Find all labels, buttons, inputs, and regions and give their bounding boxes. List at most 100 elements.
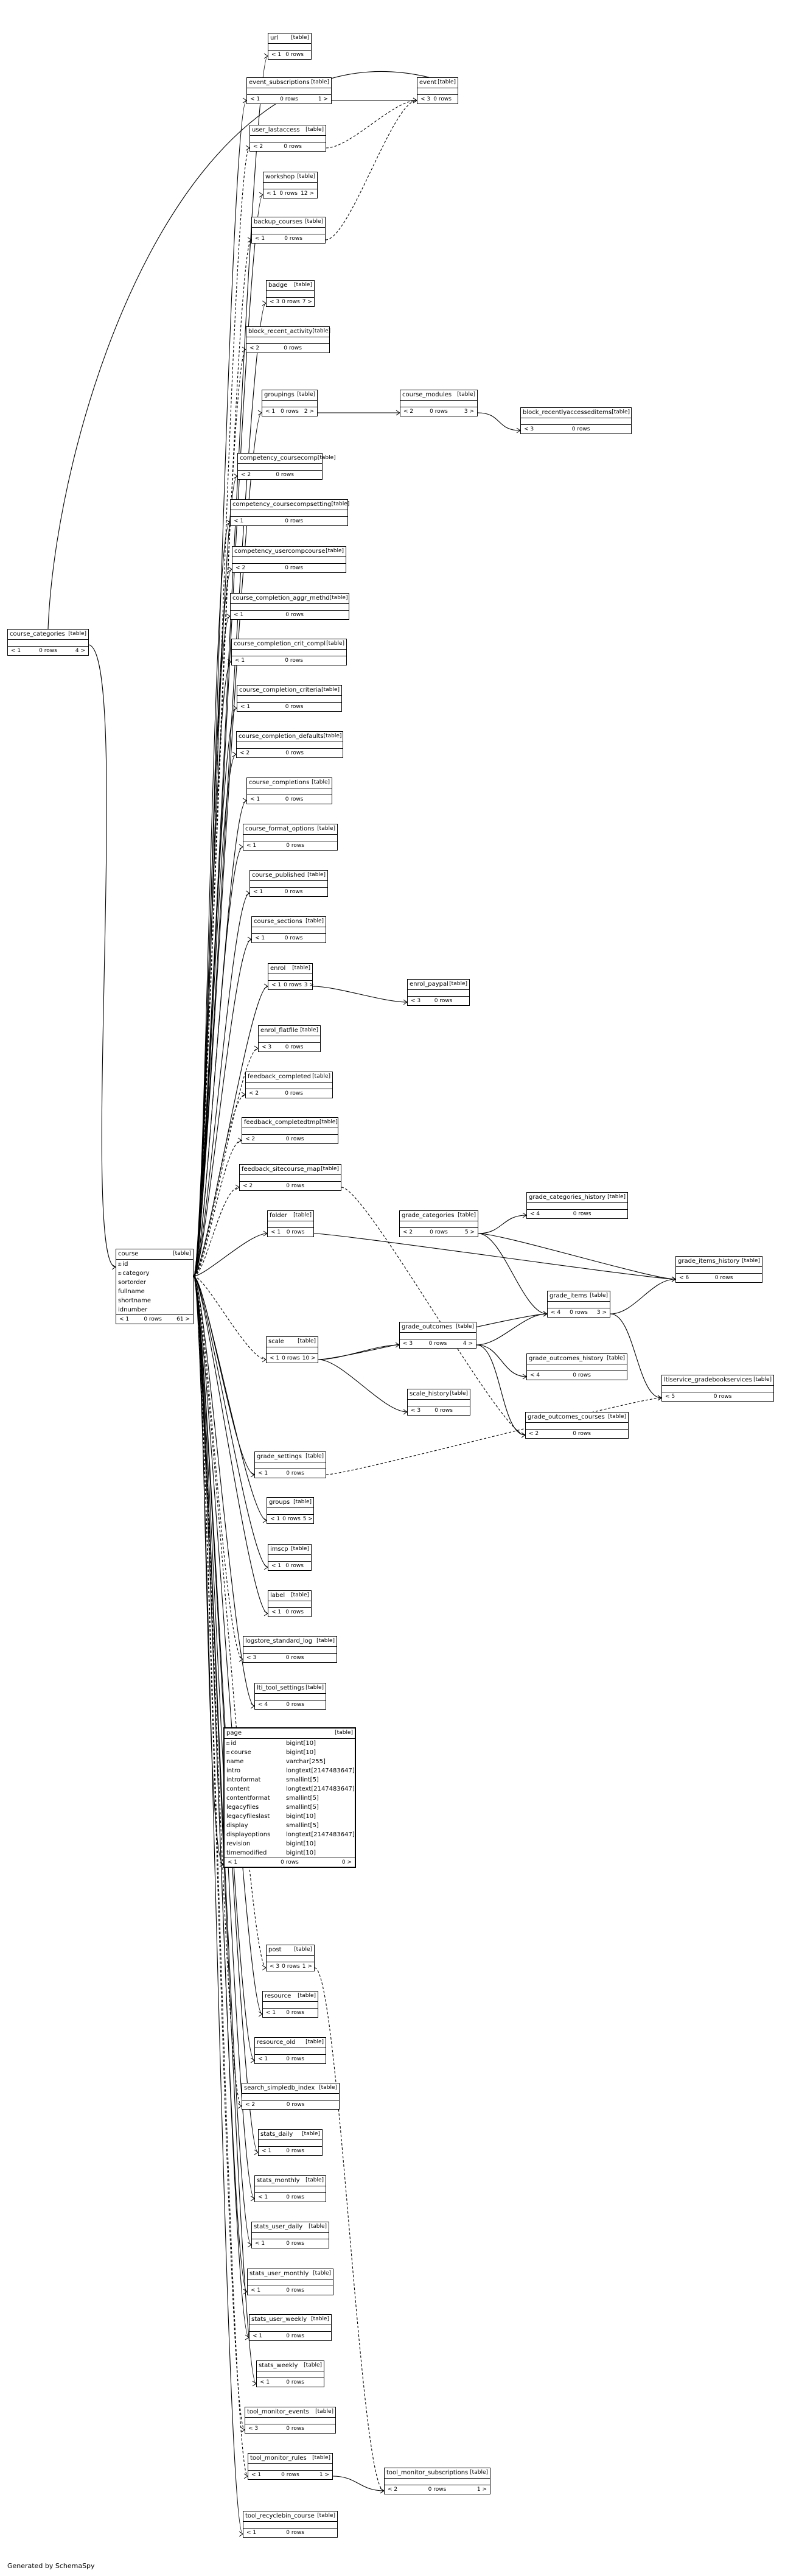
row-count[interactable]: 0 rows bbox=[144, 1316, 162, 1322]
parents-count[interactable]: < 2 bbox=[236, 565, 246, 571]
parents-count[interactable]: < 1 bbox=[271, 1609, 282, 1615]
parents-count[interactable]: < 1 bbox=[260, 2379, 270, 2385]
parents-count[interactable]: < 2 bbox=[403, 409, 414, 415]
parents-count[interactable]: < 1 bbox=[255, 935, 265, 941]
children-count[interactable]: 5 > bbox=[464, 1229, 475, 1235]
row-count[interactable]: 0 rows bbox=[286, 2194, 304, 2200]
children-count[interactable]: 1 > bbox=[476, 2487, 487, 2493]
parents-count[interactable]: < 2 bbox=[403, 1229, 413, 1235]
children-count[interactable] bbox=[321, 934, 324, 942]
parents-count[interactable]: < 1 bbox=[251, 2287, 261, 2293]
parents-count[interactable]: < 1 bbox=[270, 1516, 281, 1522]
children-count[interactable]: 4 > bbox=[462, 1341, 473, 1347]
parents-count[interactable]: < 1 bbox=[262, 2148, 272, 2154]
children-count[interactable]: 3 > bbox=[596, 1310, 607, 1316]
parents-count[interactable]: < 1 bbox=[258, 1470, 268, 1476]
row-count[interactable]: 0 rows bbox=[281, 409, 299, 415]
parents-count[interactable]: < 3 bbox=[262, 1044, 272, 1050]
parents-count[interactable]: < 3 bbox=[246, 1655, 257, 1661]
children-count[interactable] bbox=[758, 1274, 760, 1282]
children-count[interactable] bbox=[342, 656, 344, 665]
parents-count[interactable]: < 2 bbox=[245, 2102, 256, 2108]
parents-count[interactable]: < 2 bbox=[249, 345, 260, 351]
row-count[interactable]: 0 rows bbox=[286, 2148, 304, 2154]
table-page[interactable]: page[table]idbigint[10]coursebigint[10]n… bbox=[223, 1727, 356, 1868]
parents-count[interactable]: < 1 bbox=[255, 236, 265, 242]
row-count[interactable]: 0 rows bbox=[430, 409, 448, 415]
parents-count[interactable]: < 2 bbox=[253, 144, 263, 150]
parents-count[interactable]: < 1 bbox=[246, 843, 257, 849]
parents-count[interactable]: < 1 bbox=[267, 191, 277, 197]
children-count[interactable] bbox=[321, 142, 324, 151]
children-count[interactable] bbox=[307, 51, 309, 59]
row-count[interactable]: 0 rows bbox=[286, 2056, 304, 2062]
children-count[interactable] bbox=[344, 611, 347, 619]
row-count[interactable]: 0 rows bbox=[282, 299, 300, 305]
children-count[interactable] bbox=[623, 1210, 626, 1218]
row-count[interactable]: 0 rows bbox=[428, 1341, 447, 1347]
children-count[interactable] bbox=[318, 471, 320, 479]
row-count[interactable]: 0 rows bbox=[286, 1702, 304, 1708]
row-count[interactable]: 0 rows bbox=[570, 1310, 588, 1316]
parents-count[interactable]: < 1 bbox=[266, 2010, 276, 2016]
row-count[interactable]: 0 rows bbox=[430, 1229, 448, 1235]
parents-count[interactable]: < 4 bbox=[551, 1310, 561, 1316]
row-count[interactable]: 0 rows bbox=[573, 1372, 591, 1378]
parents-count[interactable]: < 1 bbox=[228, 1859, 238, 1865]
row-count[interactable]: 0 rows bbox=[285, 796, 304, 802]
row-count[interactable]: 0 rows bbox=[285, 1563, 304, 1569]
children-count[interactable] bbox=[325, 344, 327, 353]
row-count[interactable]: 0 rows bbox=[286, 2426, 304, 2432]
children-count[interactable] bbox=[333, 841, 335, 850]
row-count[interactable]: 0 rows bbox=[286, 1229, 305, 1235]
row-count[interactable]: 0 rows bbox=[571, 426, 590, 432]
parents-count[interactable]: < 3 bbox=[524, 426, 534, 432]
parents-count[interactable]: < 1 bbox=[250, 796, 260, 802]
parents-count[interactable]: < 1 bbox=[11, 648, 21, 654]
children-count[interactable] bbox=[465, 997, 467, 1005]
row-count[interactable]: 0 rows bbox=[39, 648, 57, 654]
children-count[interactable]: 10 > bbox=[302, 1355, 316, 1361]
children-count[interactable] bbox=[466, 1406, 468, 1415]
row-count[interactable]: 0 rows bbox=[286, 2333, 304, 2339]
row-count[interactable]: 0 rows bbox=[573, 1431, 591, 1437]
children-count[interactable] bbox=[321, 234, 323, 243]
row-count[interactable]: 0 rows bbox=[284, 345, 302, 351]
row-count[interactable]: 0 rows bbox=[285, 1609, 304, 1615]
parents-count[interactable]: < 2 bbox=[388, 2487, 398, 2493]
children-count[interactable]: 3 > bbox=[464, 409, 474, 415]
children-count[interactable] bbox=[309, 1228, 312, 1237]
children-count[interactable] bbox=[623, 1371, 625, 1380]
row-count[interactable]: 0 rows bbox=[434, 998, 453, 1004]
row-count[interactable]: 0 rows bbox=[284, 935, 303, 941]
row-count[interactable]: 0 rows bbox=[279, 191, 298, 197]
parents-count[interactable]: < 1 bbox=[265, 409, 276, 415]
children-count[interactable]: 2 > bbox=[304, 409, 314, 415]
children-count[interactable] bbox=[338, 749, 341, 757]
row-count[interactable]: 0 rows bbox=[433, 96, 452, 102]
children-count[interactable] bbox=[318, 2147, 320, 2155]
parents-count[interactable]: < 6 bbox=[679, 1275, 689, 1281]
children-count[interactable] bbox=[341, 564, 344, 572]
